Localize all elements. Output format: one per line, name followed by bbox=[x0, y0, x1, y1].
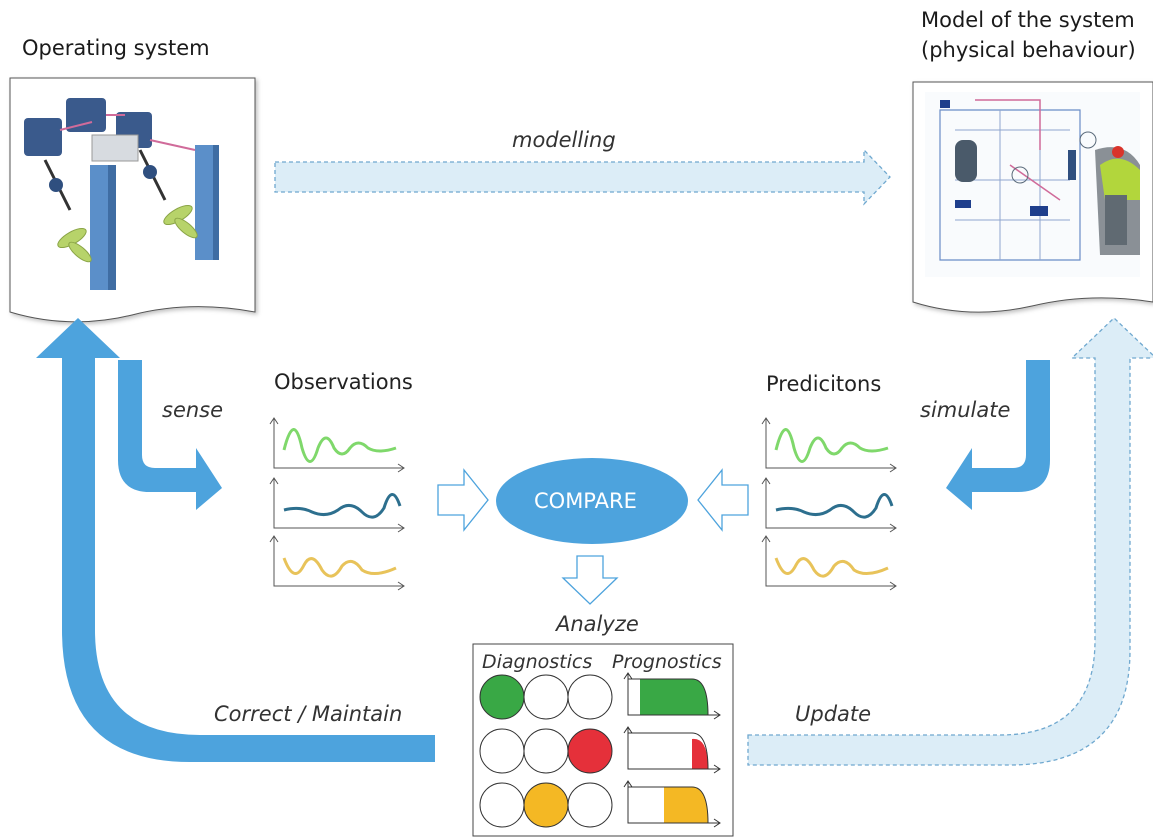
update-label: Update bbox=[795, 702, 872, 726]
correct-maintain-arrow bbox=[36, 318, 435, 762]
diagnostic-indicator-circle bbox=[479, 782, 525, 828]
modelling-label: modelling bbox=[512, 128, 616, 152]
prediction-chart-green bbox=[761, 417, 897, 473]
prognostic-axis bbox=[623, 780, 721, 828]
observations-to-compare-arrow bbox=[437, 468, 489, 532]
simulate-label: simulate bbox=[920, 398, 1011, 422]
prognostics-label: Prognostics bbox=[612, 651, 722, 673]
compare-to-analyze-arrow bbox=[561, 555, 619, 605]
correct-maintain-label: Correct / Maintain bbox=[214, 702, 403, 726]
diagnostics-indicators bbox=[479, 674, 613, 828]
simulate-arrow bbox=[946, 360, 1050, 510]
observation-chart-green bbox=[269, 417, 405, 473]
diagnostics-label: Diagnostics bbox=[482, 651, 593, 673]
prognostic-gauge bbox=[623, 726, 721, 774]
blue-signal-line bbox=[283, 493, 402, 519]
update-arrow bbox=[747, 317, 1153, 766]
predictions-to-compare-arrow bbox=[697, 468, 749, 532]
green-signal-line bbox=[282, 428, 397, 463]
diagnostic-indicator-circle bbox=[567, 674, 613, 720]
operating-system-title: Operating system bbox=[22, 36, 210, 60]
prediction-chart-yellow bbox=[761, 535, 897, 591]
prognostic-axis bbox=[623, 726, 721, 774]
yellow-signal-line bbox=[282, 557, 397, 578]
diagnostic-indicator-circle bbox=[523, 782, 569, 828]
diagnostic-indicator-circle bbox=[523, 674, 569, 720]
prognostic-axis bbox=[623, 672, 721, 720]
prognostic-remaining-fill bbox=[640, 679, 708, 715]
diagnostic-indicator-circle bbox=[567, 728, 613, 774]
compare-label: COMPARE bbox=[534, 489, 637, 513]
diagnostic-indicator-circle bbox=[479, 728, 525, 774]
observation-chart-yellow bbox=[269, 535, 405, 591]
diagnostic-indicator-circle bbox=[523, 728, 569, 774]
prediction-chart-blue bbox=[761, 477, 897, 533]
analyze-label: Analyze bbox=[556, 612, 639, 636]
prognostic-remaining-fill bbox=[664, 787, 708, 823]
modelling-arrow bbox=[274, 148, 891, 206]
compare-node bbox=[496, 458, 688, 544]
model-title: Model of the system bbox=[921, 8, 1135, 32]
predictions-heading: Predicitons bbox=[766, 372, 882, 396]
sense-label: sense bbox=[162, 398, 224, 422]
observation-chart-blue bbox=[269, 477, 405, 533]
predictions-charts bbox=[761, 417, 897, 591]
observations-charts bbox=[269, 417, 405, 591]
prognostic-remaining-fill bbox=[692, 738, 708, 769]
prognostics-indicators bbox=[623, 672, 721, 828]
operating-system-card bbox=[9, 77, 256, 323]
diagnostic-indicator-circle bbox=[479, 674, 525, 720]
ship-propulsion-system-icon bbox=[24, 98, 219, 290]
prognostic-gauge bbox=[623, 672, 721, 720]
sense-arrow bbox=[118, 360, 222, 510]
prognostic-gauge bbox=[623, 780, 721, 828]
model-subtitle: (physical behaviour) bbox=[921, 38, 1136, 62]
observations-heading: Observations bbox=[274, 370, 413, 394]
system-schematic-icon bbox=[925, 92, 1140, 277]
model-card bbox=[912, 81, 1153, 313]
diagnostic-indicator-circle bbox=[567, 782, 613, 828]
